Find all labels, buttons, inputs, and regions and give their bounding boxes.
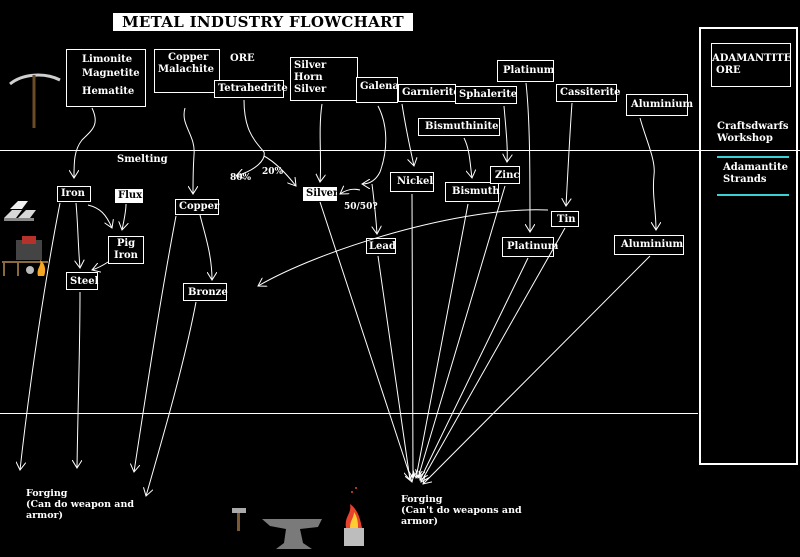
forging-separator — [0, 413, 698, 414]
craftsdwarfs-workshop-text: Craftsdwarfs Workshop — [717, 121, 789, 145]
metal-zinc: Zinc — [490, 166, 520, 184]
copper-ores-box: Copper Malachite — [154, 49, 220, 93]
adamantite-ore-line-2: ORE — [716, 65, 741, 76]
iron-ores-box: Limonite Magnetite Hematite — [66, 49, 146, 107]
ore-silver: Silver — [294, 60, 327, 71]
ore-galena: Galena — [356, 77, 399, 103]
forging-left-title: Forging — [26, 488, 68, 499]
anvil-icon — [262, 519, 322, 549]
smelter-furnace-icon — [2, 236, 48, 276]
ore-bismuthinite: Bismuthinite — [418, 118, 500, 136]
ore-malachite: Malachite — [158, 64, 214, 75]
forging-right-title: Forging — [401, 494, 443, 505]
ore-copper: Copper — [168, 52, 209, 63]
metal-platinum: Platinum — [502, 237, 558, 257]
split-50-label: 50/50? — [344, 202, 378, 212]
flux-box: Flux — [115, 189, 143, 203]
pig-iron-line-2: Iron — [114, 250, 138, 261]
forging-left-line-3: armor) — [26, 510, 64, 521]
forging-left-line-2: (Can do weapon and — [26, 499, 134, 510]
forging-right-line-3: armor) — [401, 516, 439, 527]
smelting-separator — [0, 150, 800, 151]
metal-bismuth: Bismuth — [445, 182, 500, 202]
metal-aluminium: Aluminium — [614, 235, 684, 255]
ore-aluminium: Aluminium — [626, 94, 693, 116]
metal-steel: Steel — [66, 272, 98, 290]
ore-limonite: Limonite — [82, 54, 133, 65]
adamantite-ore-line-1: ADAMANTITE — [712, 53, 792, 64]
ore-cassiterite: Cassiterite — [556, 84, 621, 102]
smelting-label: Smelting — [117, 154, 168, 165]
pig-iron-line-1: Pig — [116, 238, 136, 249]
forging-right-text: Forging (Can't do weapons and armor) — [401, 494, 522, 527]
pickaxe-icon — [9, 73, 61, 128]
workshop-line-2: Workshop — [717, 133, 773, 144]
ore-magnetite: Magnetite — [82, 68, 140, 79]
strands-line-2: Strands — [723, 174, 767, 185]
ore-hematite: Hematite — [82, 86, 135, 97]
ore-tetrahedrite: Tetrahedrite — [214, 80, 288, 98]
adamantite-panel: ADAMANTITE ORE Craftsdwarfs Workshop Ada… — [699, 27, 798, 465]
metal-tin: Tin — [551, 211, 579, 227]
workshop-line-1: Craftsdwarfs — [717, 121, 789, 132]
adamantite-strands-text: Adamantite Strands — [723, 162, 788, 186]
ore-platinum: Platinum — [497, 60, 554, 82]
metal-bars-icon — [4, 201, 36, 221]
pct-20-label: 20% — [262, 167, 284, 177]
forge-fire-icon — [344, 487, 364, 546]
page-title: METAL INDUSTRY FLOWCHART — [113, 13, 413, 31]
metal-silver: Silver — [303, 187, 338, 201]
adamantite-ore-box: ADAMANTITE ORE — [711, 43, 791, 87]
hammer-icon — [232, 508, 246, 531]
arrow-group — [20, 82, 656, 496]
metal-nickel: Nickel — [390, 172, 434, 192]
metal-iron: Iron — [57, 186, 91, 202]
ore-label: ORE — [230, 53, 255, 64]
strands-line-1: Adamantite — [723, 162, 788, 173]
ore-horn-silver: Horn Silver — [294, 72, 327, 95]
cyan-divider-bottom — [717, 194, 789, 196]
forging-left-text: Forging (Can do weapon and armor) — [26, 488, 134, 521]
ore-sphalerite: Sphalerite — [455, 86, 517, 104]
forging-right-line-2: (Can't do weapons and — [401, 505, 522, 516]
metal-bronze: Bronze — [183, 283, 228, 301]
metal-pig-iron: Pig Iron — [108, 236, 144, 264]
metal-copper: Copper — [175, 199, 219, 215]
cyan-divider-top — [717, 156, 789, 158]
metal-lead: Lead — [366, 238, 396, 254]
